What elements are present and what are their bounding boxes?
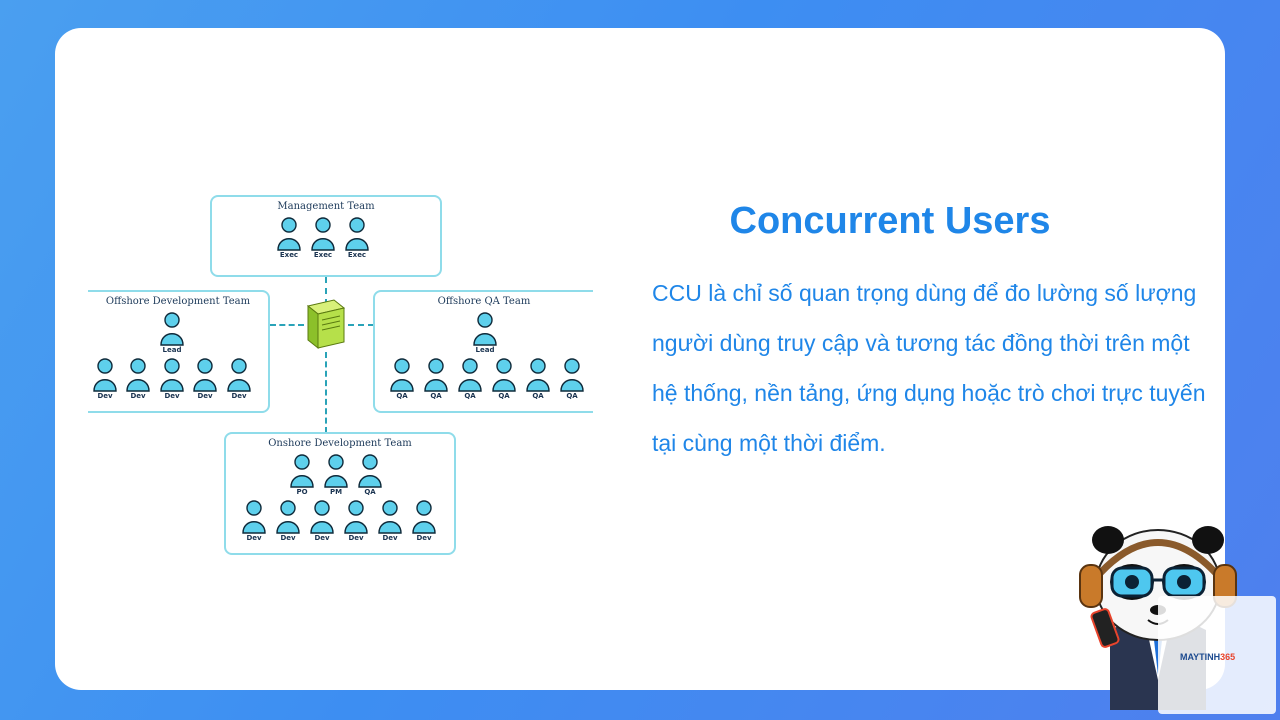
offshore-qa-team-box: Offshore QA Team Lead QA QA QA QA QA QA <box>373 290 593 413</box>
person-label: Lead <box>475 346 495 354</box>
person-icon: Lead <box>472 312 498 354</box>
logo-panel <box>1158 596 1276 714</box>
connector-top <box>325 277 327 305</box>
person-label: Dev <box>382 534 398 542</box>
person-icon: Dev <box>343 500 369 542</box>
person-icon: Dev <box>241 500 267 542</box>
person-label: PM <box>329 488 343 496</box>
person-label: QA <box>566 392 578 400</box>
brand-name: MAYTINH <box>1180 652 1221 662</box>
person-icon: QA <box>559 358 585 400</box>
brand-logo: MAYTINH365 <box>1180 652 1235 662</box>
slide-paragraph: CCU là chỉ số quan trọng dùng để đo lườn… <box>652 280 1206 456</box>
person-icon: Dev <box>309 500 335 542</box>
person-icon: Dev <box>275 500 301 542</box>
person-label: Dev <box>97 392 113 400</box>
person-label: Dev <box>164 392 180 400</box>
person-icon: Dev <box>192 358 218 400</box>
person-label: Dev <box>348 534 364 542</box>
offshore-dev-team-box: Offshore Development Team Lead Dev Dev D… <box>88 290 270 413</box>
person-icon: QA <box>357 454 383 496</box>
onshore-dev-team-box: Onshore Development Team PO PM QA Dev De… <box>224 432 456 555</box>
person-label: QA <box>532 392 544 400</box>
person-icon: Exec <box>310 217 336 259</box>
person-icon: Dev <box>226 358 252 400</box>
person-label: Dev <box>280 534 296 542</box>
person-label: Dev <box>416 534 432 542</box>
person-label: QA <box>364 488 376 496</box>
person-label: Dev <box>246 534 262 542</box>
person-label: Exec <box>313 251 333 259</box>
person-icon: Dev <box>92 358 118 400</box>
person-icon: QA <box>525 358 551 400</box>
slide-heading: Concurrent Users <box>729 200 1051 242</box>
person-label: QA <box>464 392 476 400</box>
management-team-box: Management Team Exec Exec Exec <box>210 195 442 277</box>
person-icon: Exec <box>344 217 370 259</box>
person-label: Dev <box>231 392 247 400</box>
team-title: Management Team <box>277 201 375 212</box>
connector-left <box>270 324 304 326</box>
person-icon: QA <box>491 358 517 400</box>
person-label: QA <box>396 392 408 400</box>
server-icon <box>304 296 348 352</box>
person-icon: Dev <box>125 358 151 400</box>
person-label: PO <box>296 488 308 496</box>
connector-right <box>348 324 374 326</box>
person-icon: Dev <box>159 358 185 400</box>
person-label: Dev <box>130 392 146 400</box>
team-title: Offshore QA Team <box>437 296 531 307</box>
person-icon: QA <box>457 358 483 400</box>
person-icon: Dev <box>377 500 403 542</box>
person-label: QA <box>498 392 510 400</box>
person-icon: QA <box>389 358 415 400</box>
person-label: Dev <box>197 392 213 400</box>
connector-bottom <box>325 352 327 433</box>
person-label: Exec <box>347 251 367 259</box>
person-label: Dev <box>314 534 330 542</box>
person-icon: Lead <box>159 312 185 354</box>
person-icon: PO <box>289 454 315 496</box>
team-title: Onshore Development Team <box>268 438 412 449</box>
person-label: QA <box>430 392 442 400</box>
person-icon: PM <box>323 454 349 496</box>
person-icon: Dev <box>411 500 437 542</box>
person-icon: Exec <box>276 217 302 259</box>
person-icon: QA <box>423 358 449 400</box>
person-label: Lead <box>162 346 182 354</box>
person-label: Exec <box>279 251 299 259</box>
brand-number: 365 <box>1220 652 1236 662</box>
team-title: Offshore Development Team <box>105 296 251 307</box>
